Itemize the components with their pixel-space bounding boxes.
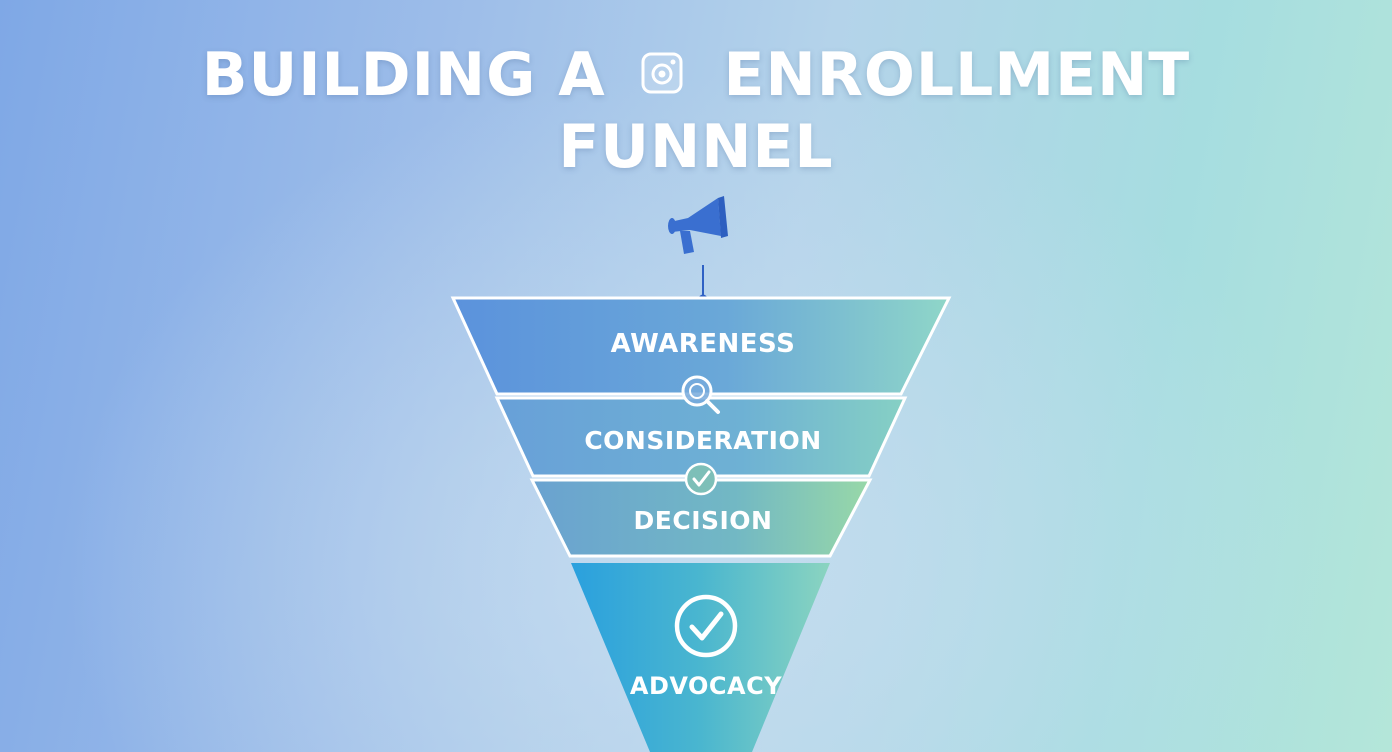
advocacy-check-icon [674, 594, 738, 658]
title-text-building: BUILDING A [201, 40, 606, 110]
title-line-2: FUNNEL [558, 112, 834, 182]
title-text-enrollment: ENROLLMENT [723, 40, 1191, 110]
funnel-stage-consideration [494, 396, 908, 478]
stage-label-decision: DECISION [634, 506, 773, 535]
stage-label-awareness: AWARENESS [611, 329, 796, 359]
funnel-stage-awareness [450, 296, 952, 396]
title-line-1: BUILDING A ENROLLMENT [0, 40, 1392, 110]
stage-label-consideration: CONSIDERATION [584, 426, 821, 455]
funnel-stage-advocacy [571, 563, 830, 752]
funnel-stage-decision [529, 478, 873, 558]
magnifier-icon [681, 375, 720, 414]
check-circle-icon [684, 462, 718, 496]
stage-label-advocacy: ADVOCACY [630, 672, 782, 700]
megaphone-icon [668, 196, 728, 254]
camera-icon [640, 51, 684, 95]
